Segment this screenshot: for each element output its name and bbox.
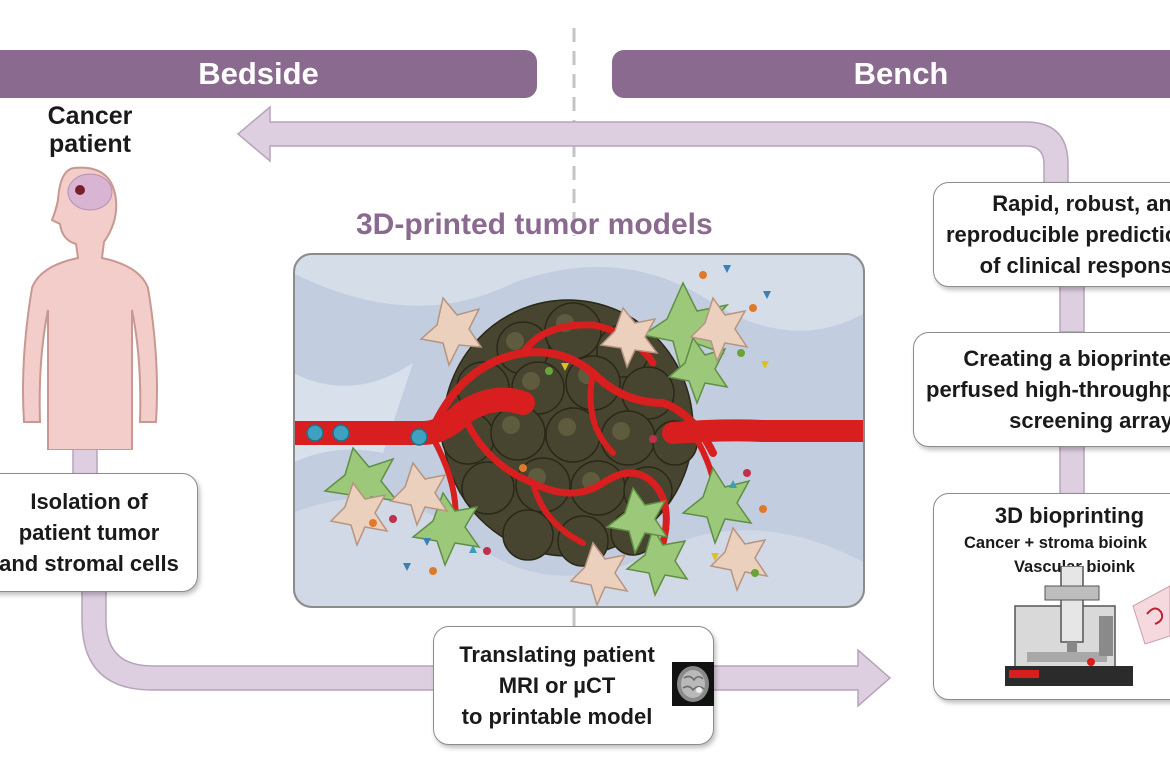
rapid-line-1: Rapid, robust, and bbox=[992, 191, 1170, 216]
rapid-line-2: reproducible prediction bbox=[946, 222, 1170, 247]
bench-banner: Bench bbox=[612, 50, 1170, 98]
creating-line-3: screening array bbox=[1009, 408, 1170, 433]
rapid-box: Rapid, robust, and reproducible predicti… bbox=[933, 182, 1170, 287]
creating-box: Creating a bioprinted perfused high-thro… bbox=[913, 332, 1170, 447]
peach-stromal-cells bbox=[329, 296, 769, 608]
human-silhouette-icon bbox=[22, 166, 158, 450]
isolation-line-1: Isolation of bbox=[30, 489, 148, 514]
translating-line-1: Translating patient bbox=[459, 642, 655, 667]
bedside-label: Bedside bbox=[198, 56, 319, 91]
creating-line-2: perfused high-throughput bbox=[926, 377, 1170, 402]
bench-connector-2 bbox=[1059, 445, 1085, 495]
bioprinter-machine-icon bbox=[1005, 566, 1170, 686]
tumor-spot-icon bbox=[75, 185, 85, 195]
bench-label: Bench bbox=[853, 56, 949, 91]
bioprinting-sub-1: Cancer + stroma bioink bbox=[964, 534, 1147, 552]
molecules bbox=[369, 265, 771, 577]
brain-icon bbox=[67, 173, 113, 211]
translating-box: Translating patient MRI or µCT to printa… bbox=[433, 626, 714, 745]
isolation-line-3: and stromal cells bbox=[0, 551, 179, 576]
translating-line-3: to printable model bbox=[461, 704, 653, 729]
brain-mri-scan-icon bbox=[672, 662, 714, 706]
isolation-box: Isolation of patient tumor and stromal c… bbox=[0, 473, 198, 592]
circulating-cells bbox=[306, 424, 428, 446]
bedside-banner: Bedside bbox=[0, 50, 537, 98]
translating-line-2: MRI or µCT bbox=[498, 673, 616, 698]
rapid-line-3: of clinical response bbox=[979, 253, 1170, 278]
isolation-line-2: patient tumor bbox=[18, 520, 160, 545]
return-arrow bbox=[236, 105, 1069, 191]
diagram-title: 3D-printed tumor models bbox=[356, 208, 713, 241]
creating-line-1: Creating a bioprinted bbox=[963, 346, 1170, 371]
bioprinting-title: 3D bioprinting bbox=[994, 503, 1145, 528]
patient-label: Cancer patient bbox=[47, 102, 133, 158]
tumor-model-illustration bbox=[293, 253, 865, 608]
blood-vessels bbox=[293, 321, 865, 547]
bench-connector-1 bbox=[1059, 285, 1085, 333]
